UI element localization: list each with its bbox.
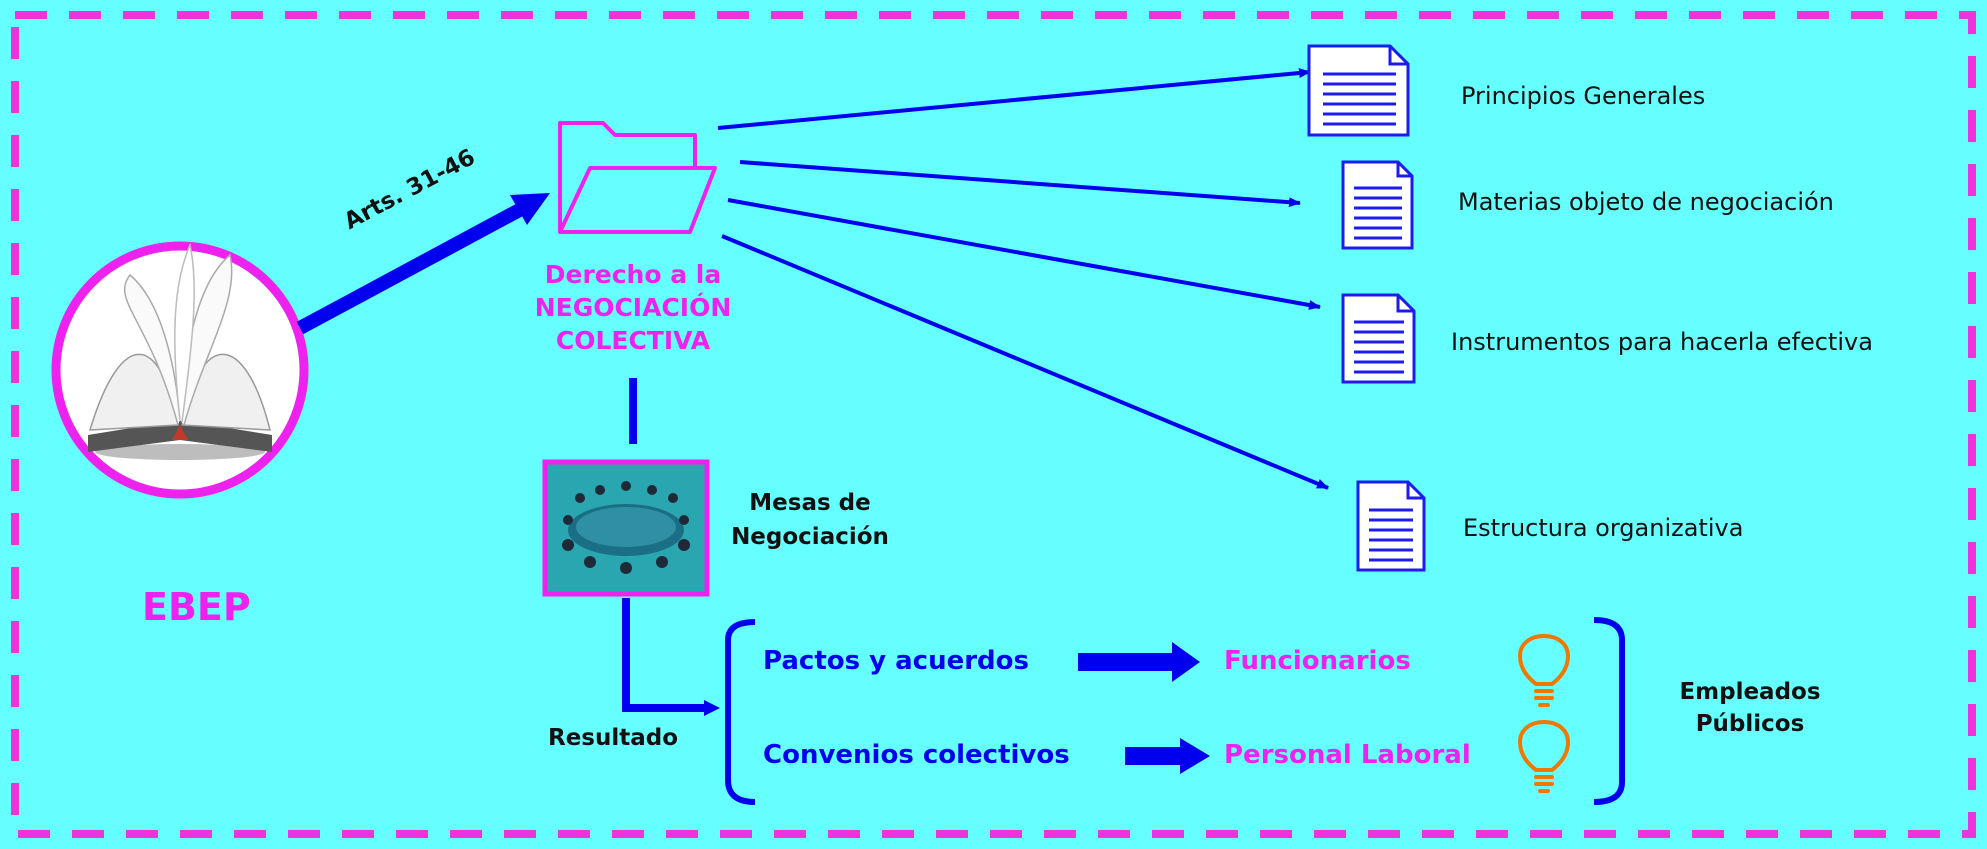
mesas-label: Mesas de Negociación bbox=[718, 486, 902, 554]
arts-arrow bbox=[296, 200, 529, 335]
book-icon bbox=[51, 241, 309, 499]
ebep-label: EBEP bbox=[142, 585, 251, 629]
meeting-table-icon bbox=[542, 459, 710, 597]
topic-label: Materias objeto de negociación bbox=[1458, 188, 1834, 216]
folder-icon bbox=[558, 121, 717, 234]
target-label: Funcionarios bbox=[1224, 646, 1411, 676]
document-icon bbox=[1341, 160, 1414, 250]
topic-label: Instrumentos para hacerla efectiva bbox=[1451, 328, 1873, 356]
lightbulb-icon bbox=[1517, 719, 1571, 793]
row-arrow bbox=[1125, 738, 1210, 774]
connector-topic-2 bbox=[739, 160, 1301, 208]
connector-topic-1 bbox=[717, 68, 1311, 130]
right-brace bbox=[1593, 617, 1625, 805]
mesas-to-resultado-connector bbox=[622, 598, 712, 712]
row-arrow bbox=[1078, 642, 1200, 682]
mesas-label-line: Negociación bbox=[731, 524, 889, 550]
connector-topic-4 bbox=[721, 234, 1329, 490]
group-label-line: Empleados bbox=[1679, 679, 1821, 705]
central-title-line: COLECTIVA bbox=[555, 326, 711, 355]
topic-label: Principios Generales bbox=[1461, 82, 1706, 110]
central-title-line: Derecho a la bbox=[544, 260, 722, 289]
central-title: Derecho a la NEGOCIACIÓN COLECTIVA bbox=[498, 258, 768, 357]
central-title-line: NEGOCIACIÓN bbox=[534, 293, 732, 322]
topic-label: Estructura organizativa bbox=[1463, 514, 1744, 542]
resultado-label: Resultado bbox=[548, 725, 679, 751]
document-icon bbox=[1341, 293, 1416, 384]
group-label: Empleados Públicos bbox=[1640, 676, 1860, 740]
instrument-label: Convenios colectivos bbox=[763, 740, 1070, 770]
target-label: Personal Laboral bbox=[1224, 740, 1471, 770]
mesas-label-line: Mesas de bbox=[749, 490, 871, 516]
lightbulb-icon bbox=[1517, 633, 1571, 707]
document-icon bbox=[1307, 44, 1410, 137]
left-brace bbox=[725, 619, 756, 805]
group-label-line: Públicos bbox=[1695, 711, 1805, 737]
instrument-label: Pactos y acuerdos bbox=[763, 646, 1030, 676]
document-icon bbox=[1356, 480, 1426, 572]
dashed-frame bbox=[11, 11, 1976, 838]
connector-topic-3 bbox=[727, 198, 1321, 310]
